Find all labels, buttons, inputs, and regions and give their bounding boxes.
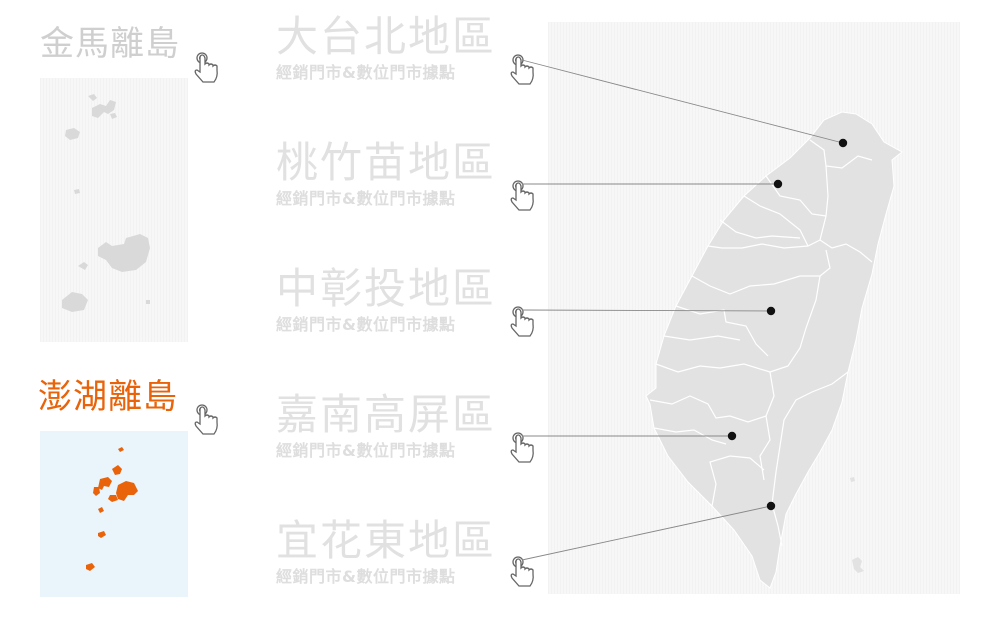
county-borders xyxy=(649,139,873,547)
region-subtitle: 經銷門市&數位門市據點 xyxy=(276,567,456,586)
kinmen-matsu-map xyxy=(62,94,150,312)
region-chiayi-tainan-kaohsiung-pingtung[interactable]: 嘉南高屏區 經銷門市&數位門市據點 xyxy=(276,392,526,460)
region-name: 桃竹苗地區 xyxy=(276,138,497,187)
hand-pointer-icon[interactable] xyxy=(508,52,538,88)
connector-lines xyxy=(521,59,844,561)
region-taipei[interactable]: 大台北地區 經銷門市&數位門市據點 xyxy=(276,14,526,82)
kinmen-matsu-map-panel[interactable] xyxy=(40,78,188,342)
region-subtitle: 經銷門市&數位門市據點 xyxy=(276,63,456,82)
kinmen-matsu-title[interactable]: 金馬離島 xyxy=(40,24,180,64)
region-name: 嘉南高屏區 xyxy=(276,390,497,439)
location-dot-icon[interactable] xyxy=(727,138,848,511)
region-subtitle: 經銷門市&數位門市據點 xyxy=(276,189,456,208)
region-name: 中彰投地區 xyxy=(276,264,497,313)
region-name: 宜花東地區 xyxy=(276,516,497,565)
region-subtitle: 經銷門市&數位門市據點 xyxy=(276,441,456,460)
offshore-islets xyxy=(850,477,864,573)
hand-pointer-icon[interactable] xyxy=(508,554,538,590)
region-yilan-hualien-taitung[interactable]: 宜花東地區 經銷門市&數位門市據點 xyxy=(276,518,526,586)
region-subtitle: 經銷門市&數位門市據點 xyxy=(276,315,456,334)
region-taoyuan-hsinchu-miaoli[interactable]: 桃竹苗地區 經銷門市&數位門市據點 xyxy=(276,140,526,208)
region-taichung-changhua-nantou[interactable]: 中彰投地區 經銷門市&數位門市據點 xyxy=(276,266,526,334)
penghu-map xyxy=(86,447,138,571)
taiwan-island xyxy=(645,111,903,589)
hand-pointer-icon[interactable] xyxy=(192,402,222,438)
hand-pointer-icon[interactable] xyxy=(508,304,538,340)
penghu-title[interactable]: 澎湖離島 xyxy=(38,377,178,417)
hand-pointer-icon[interactable] xyxy=(508,178,538,214)
penghu-map-panel[interactable] xyxy=(40,431,188,597)
hand-pointer-icon[interactable] xyxy=(508,430,538,466)
region-name: 大台北地區 xyxy=(276,12,497,61)
hand-pointer-icon[interactable] xyxy=(192,50,222,86)
